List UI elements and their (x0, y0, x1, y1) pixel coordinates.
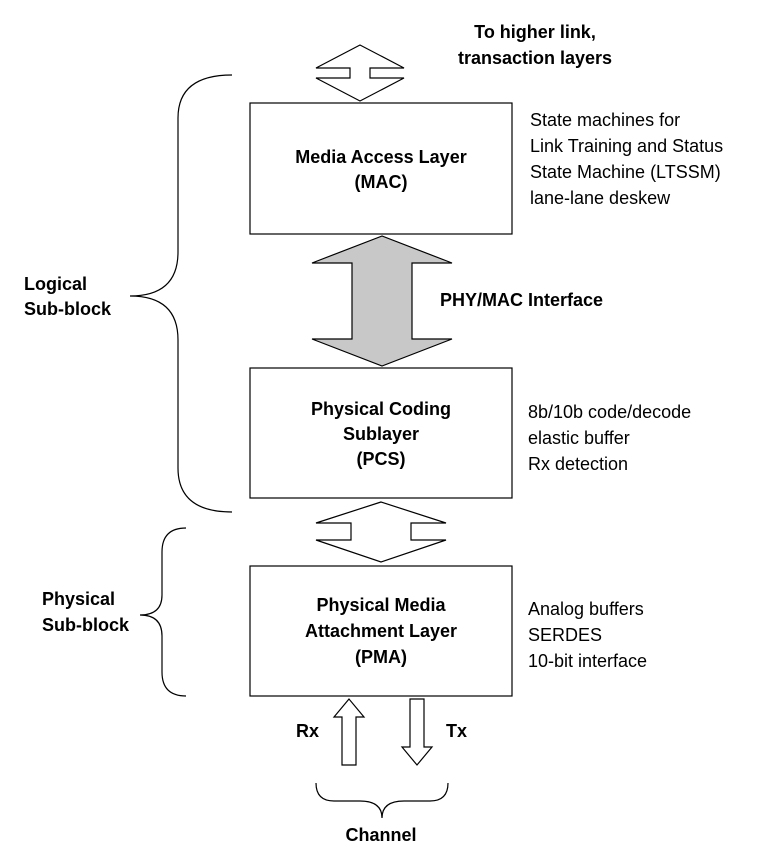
mac-desc-line-1: State machines for (530, 110, 680, 130)
pma-title-line-3: (PMA) (355, 647, 407, 667)
higher-layers-arrow (315, 44, 405, 102)
logical-label-line-1: Logical (24, 274, 87, 294)
pcs-desc-line-3: Rx detection (528, 454, 628, 474)
physical-label-line-1: Physical (42, 589, 115, 609)
pma-desc-line-3: 10-bit interface (528, 651, 647, 671)
pma-desc-line-1: Analog buffers (528, 599, 644, 619)
channel-label: Channel (345, 825, 416, 845)
pcs-desc-line-2: elastic buffer (528, 428, 630, 448)
channel-brace (315, 782, 449, 819)
pcs-title-line-2: Sublayer (343, 424, 419, 444)
top-label-line-2: transaction layers (458, 48, 612, 68)
mac-block (249, 102, 513, 235)
mac-desc-line-4: lane-lane deskew (530, 188, 671, 208)
rx-label: Rx (296, 721, 319, 741)
tx-arrow (400, 698, 434, 766)
logical-sub-block-brace (129, 74, 233, 513)
logical-label-line-2: Sub-block (24, 299, 112, 319)
pcs-block (249, 367, 513, 499)
top-label-line-1: To higher link, (474, 22, 596, 42)
tx-label: Tx (446, 721, 467, 741)
mac-desc-line-3: State Machine (LTSSM) (530, 162, 721, 182)
pma-block (249, 565, 513, 697)
mac-desc-line-2: Link Training and Status (530, 136, 723, 156)
phy-mac-interface-arrow (311, 235, 453, 367)
rx-arrow (332, 698, 366, 766)
pma-title-line-1: Physical Media (316, 595, 446, 615)
pma-desc-line-2: SERDES (528, 625, 602, 645)
pcs-title-line-3: (PCS) (357, 449, 406, 469)
pcs-title-line-1: Physical Coding (311, 399, 451, 419)
physical-sub-block-brace (139, 527, 187, 697)
physical-label-line-2: Sub-block (42, 615, 130, 635)
pma-title-line-2: Attachment Layer (305, 621, 457, 641)
pcs-desc-line-1: 8b/10b code/decode (528, 402, 691, 422)
pcs-pma-arrow (315, 501, 447, 563)
mac-title-line-1: Media Access Layer (295, 147, 466, 167)
interface-label: PHY/MAC Interface (440, 290, 603, 310)
mac-title-line-2: (MAC) (355, 172, 408, 192)
